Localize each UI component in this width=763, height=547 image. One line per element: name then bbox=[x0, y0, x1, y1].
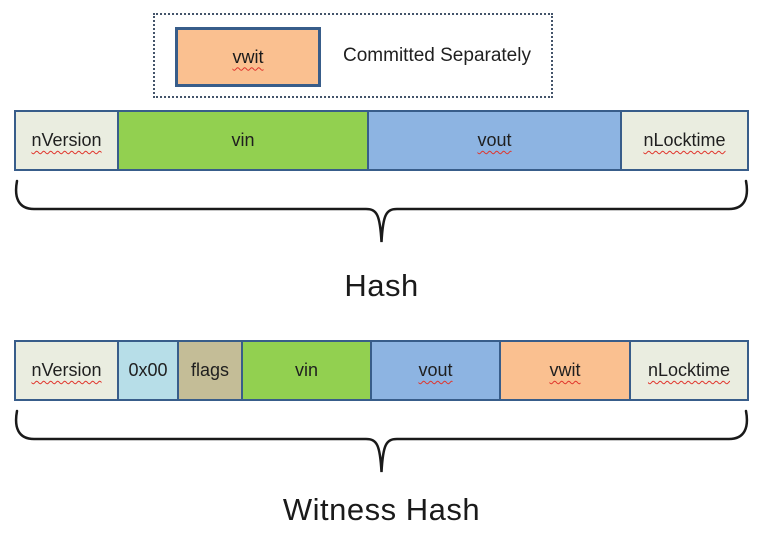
cell-nversion: nVersion bbox=[14, 110, 119, 171]
cell-vout: vout bbox=[370, 340, 501, 401]
cell-label: nLocktime bbox=[643, 130, 726, 150]
cell-nlocktime: nLocktime bbox=[629, 340, 749, 401]
cell-label: vin bbox=[231, 130, 255, 150]
cell-label: vout bbox=[418, 360, 453, 380]
hash-brace bbox=[14, 179, 749, 243]
witness-hash-brace bbox=[14, 409, 749, 473]
cell-0x00: 0x00 bbox=[117, 340, 179, 401]
cell-label: vout bbox=[477, 130, 512, 150]
cell-vin: vin bbox=[117, 110, 369, 171]
cell-label: nVersion bbox=[31, 360, 102, 380]
hash-label: Hash bbox=[344, 268, 419, 303]
cell-nlocktime: nLocktime bbox=[620, 110, 749, 171]
cell-nversion: nVersion bbox=[14, 340, 119, 401]
cell-label: flags bbox=[190, 360, 230, 380]
cell-label: vwit bbox=[549, 360, 581, 380]
legend-vwit-swatch: vwit bbox=[175, 27, 321, 87]
witness-hash-label: Witness Hash bbox=[282, 492, 481, 527]
legend-vwit-label: vwit bbox=[232, 46, 264, 67]
legend-box: vwit Committed Separately bbox=[153, 13, 553, 98]
legend-caption: Committed Separately bbox=[343, 44, 531, 66]
cell-vout: vout bbox=[367, 110, 622, 171]
cell-vwit: vwit bbox=[499, 340, 631, 401]
cell-label: 0x00 bbox=[128, 360, 168, 380]
cell-label: vin bbox=[294, 360, 318, 380]
cell-flags: flags bbox=[177, 340, 243, 401]
cell-label: nLocktime bbox=[647, 360, 731, 380]
cell-label: nVersion bbox=[31, 130, 102, 150]
cell-vin: vin bbox=[241, 340, 372, 401]
